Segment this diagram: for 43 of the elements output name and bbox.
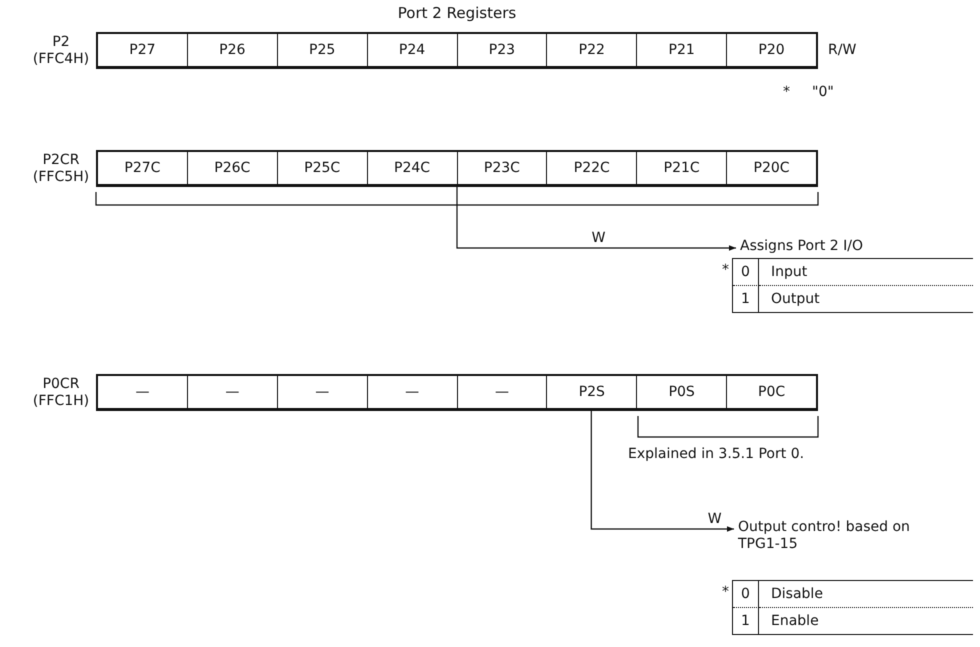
- bit-cell: P21C: [636, 152, 726, 184]
- bit-cell: P0S: [636, 376, 726, 408]
- default-mark: *: [722, 584, 729, 600]
- bit-cell: —: [186, 376, 277, 408]
- register-name: P2CR (FFC5H): [32, 152, 90, 186]
- bit-cell: P0C: [726, 376, 816, 408]
- bit-cell: P20: [726, 34, 816, 66]
- setting-description: Input: [770, 263, 808, 282]
- bit-cell: P2S: [546, 376, 636, 408]
- diagram-title: Port 2 Registers: [396, 4, 518, 22]
- bit-cell: P21: [636, 34, 726, 66]
- default-mark: *: [722, 262, 729, 278]
- bit-cell: —: [456, 376, 546, 408]
- bit-cell: P26: [186, 34, 277, 66]
- arrow: [456, 187, 736, 251]
- bit-value: 1: [733, 607, 759, 634]
- setting-description: Output: [759, 285, 973, 312]
- bit-cell: P22: [546, 34, 636, 66]
- bit-cell: —: [98, 376, 187, 408]
- note-text: R/W: [828, 42, 856, 58]
- register-name: P0CR (FFC1H): [32, 376, 90, 410]
- bit-cell: P24C: [366, 152, 456, 184]
- bit-value: 0: [733, 259, 759, 285]
- bit-cell: P20C: [726, 152, 816, 184]
- bit-value: 0: [733, 581, 759, 607]
- bit-cell: P27C: [98, 152, 187, 184]
- note-text: "0": [812, 84, 834, 100]
- bit-cell: P27: [98, 34, 187, 66]
- register-name: P2 (FFC4H): [32, 34, 90, 68]
- bit-cell: P26C: [186, 152, 277, 184]
- bit-cell: —: [366, 376, 456, 408]
- bit-cell: P25C: [276, 152, 367, 184]
- bit-cell: P25: [276, 34, 367, 66]
- bit-cell: P22C: [546, 152, 636, 184]
- note-text: *: [783, 84, 790, 100]
- bit-cell: P23C: [456, 152, 546, 184]
- setting-description: Enable: [759, 607, 973, 634]
- bit-value: 1: [733, 285, 759, 312]
- bit-cell: P23: [456, 34, 546, 66]
- note-text: Explained in 3.5.1 Port 0.: [628, 446, 804, 462]
- bit-cell: P24: [366, 34, 456, 66]
- bit-cell: —: [276, 376, 367, 408]
- setting-description: Disable: [770, 585, 824, 604]
